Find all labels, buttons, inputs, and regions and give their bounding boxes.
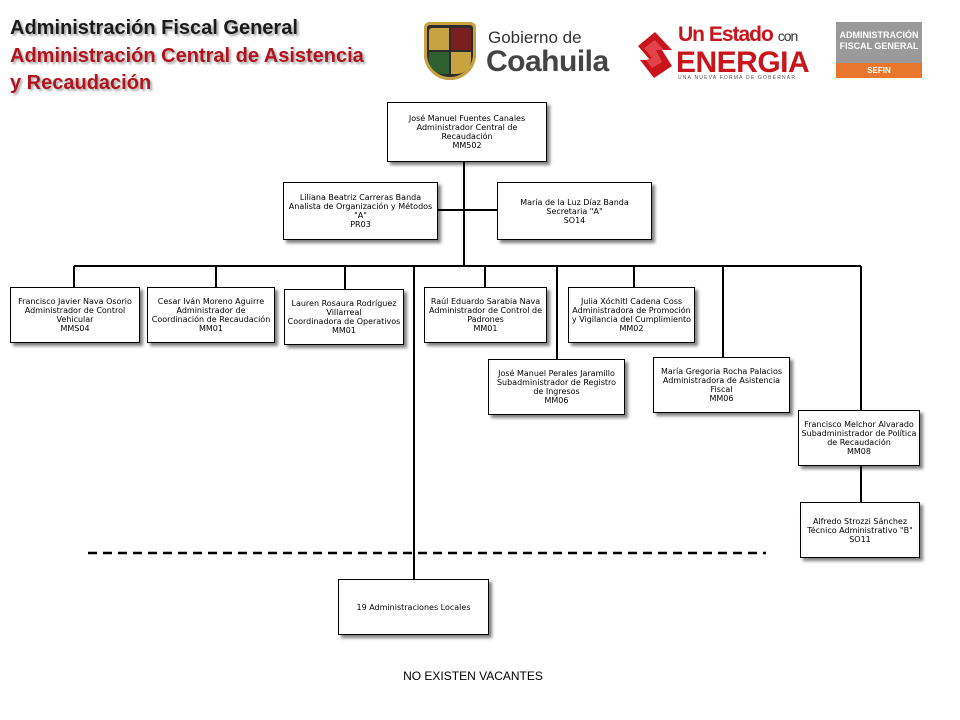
secretaria-code: SO14: [563, 215, 586, 225]
org-box-promocion: Julia Xóchitl Cadena Coss Administradora…: [568, 287, 695, 343]
footer-no-vacantes: NO EXISTEN VACANTES: [403, 669, 543, 683]
org-box-secretaria: María de la Luz Díaz Banda Secretaria "A…: [497, 182, 652, 240]
padrones-code: MM01: [473, 324, 498, 333]
vehicular-code: MMS04: [60, 324, 90, 333]
head-title: Administrador Central de Recaudación: [416, 123, 518, 141]
locales-label: 19 Administraciones Locales: [356, 602, 471, 612]
coordinacion-code: MM01: [199, 324, 223, 333]
promocion-code: MM02: [619, 324, 644, 333]
registro-code: MM06: [544, 396, 569, 405]
operativos-code: MM01: [332, 326, 356, 335]
connector-group: [73, 161, 862, 583]
politica-title: Subadministrador de Política de Recaudac…: [801, 429, 917, 447]
title-administracion-central: Administración Central de Asistencia: [10, 45, 364, 67]
un-estado-text: Un Estado: [678, 23, 774, 46]
tecnico-title: Técnico Administrativo "B": [807, 525, 913, 535]
operativos-title: Coordinadora de Operativos: [287, 317, 401, 326]
org-box-asistencia-fiscal: María Gregoria Rocha Palacios Administra…: [653, 357, 790, 413]
coordinacion-name: Cesar Iván Moreno Aguirre: [157, 297, 265, 306]
politica-code: MM08: [847, 447, 871, 456]
org-box-coordinacion: Cesar Iván Moreno Aguirre Administrador …: [147, 287, 275, 343]
asistencia-name: María Gregoria Rocha Palacios: [660, 367, 783, 376]
org-box-padrones: Raúl Eduardo Sarabia Nava Administrador …: [424, 287, 547, 343]
title-recaudacion: y Recaudación: [10, 72, 152, 94]
promocion-title: Administradora de Promoción y Vigilancia…: [571, 306, 692, 324]
coordinacion-title: Administrador de Coordinación de Recauda…: [151, 306, 271, 324]
org-box-analista: Liliana Beatriz Carreras Banda Analista …: [283, 182, 438, 240]
coahuila-coat-of-arms-logo: [424, 22, 476, 80]
org-box-administraciones-locales: 19 Administraciones Locales: [338, 579, 489, 635]
sefin-logo: ADMINISTRACIÓN FISCAL GENERAL SEFIN: [836, 22, 922, 78]
sefin-line-1: ADMINISTRACIÓN: [839, 30, 919, 40]
org-box-head: José Manuel Fuentes Canales Administrado…: [387, 102, 547, 162]
sefin-line-3: SEFIN: [836, 63, 922, 78]
estado-energia-mark-icon: [638, 32, 672, 78]
tecnico-code: SO11: [849, 534, 871, 544]
vehicular-name: Francisco Javier Nava Osorio: [18, 297, 132, 306]
con-text: con: [777, 28, 799, 44]
org-box-tecnico: Alfredo Strozzi Sánchez Técnico Administ…: [800, 502, 920, 558]
tecnico-name: Alfredo Strozzi Sánchez: [812, 516, 908, 526]
padrones-title: Administrador de Control de Padrones: [428, 306, 543, 324]
vehicular-title: Administrador de Control Vehicular: [24, 306, 126, 324]
gobierno-de-label: Gobierno de: [488, 28, 582, 47]
energia-wordmark: ENERGIA: [676, 46, 810, 79]
analista-name: Liliana Beatriz Carreras Banda: [299, 193, 422, 202]
secretaria-title: Secretaria "A": [546, 206, 603, 216]
padrones-name: Raúl Eduardo Sarabia Nava: [430, 297, 541, 306]
org-box-operativos: Lauren Rosaura Rodríguez Villarreal Coor…: [284, 289, 404, 345]
title-administracion-fiscal: Administración Fiscal General: [10, 17, 298, 39]
head-name: José Manuel Fuentes Canales: [408, 114, 526, 123]
org-box-control-vehicular: Francisco Javier Nava Osorio Administrad…: [10, 287, 140, 343]
sefin-line-2: FISCAL GENERAL: [839, 41, 919, 51]
un-estado-label: Un Estado con: [678, 23, 799, 47]
asistencia-code: MM06: [709, 394, 734, 403]
analista-title: Analista de Organización y Métodos "A": [288, 202, 433, 220]
org-box-registro-ingresos: José Manuel Perales Jaramillo Subadminis…: [488, 359, 625, 415]
politica-name: Francisco Melchor Alvarado: [804, 420, 914, 429]
registro-title: Subadministrador de Registro de Ingresos: [496, 378, 617, 396]
energia-tagline: UNA NUEVA FORMA DE GOBERNAR: [678, 75, 797, 81]
registro-name: José Manuel Perales Jaramillo: [498, 369, 615, 378]
promocion-name: Julia Xóchitl Cadena Coss: [580, 297, 683, 306]
org-box-politica-recaudacion: Francisco Melchor Alvarado Subadministra…: [798, 410, 920, 466]
secretaria-name: María de la Luz Díaz Banda: [520, 197, 629, 207]
analista-code: PR03: [350, 220, 371, 229]
asistencia-title: Administradora de Asistencia Fiscal: [662, 376, 781, 394]
coahuila-wordmark: Coahuila: [486, 45, 609, 78]
operativos-name: Lauren Rosaura Rodríguez Villarreal: [291, 299, 397, 317]
head-code: MM502: [452, 141, 482, 150]
